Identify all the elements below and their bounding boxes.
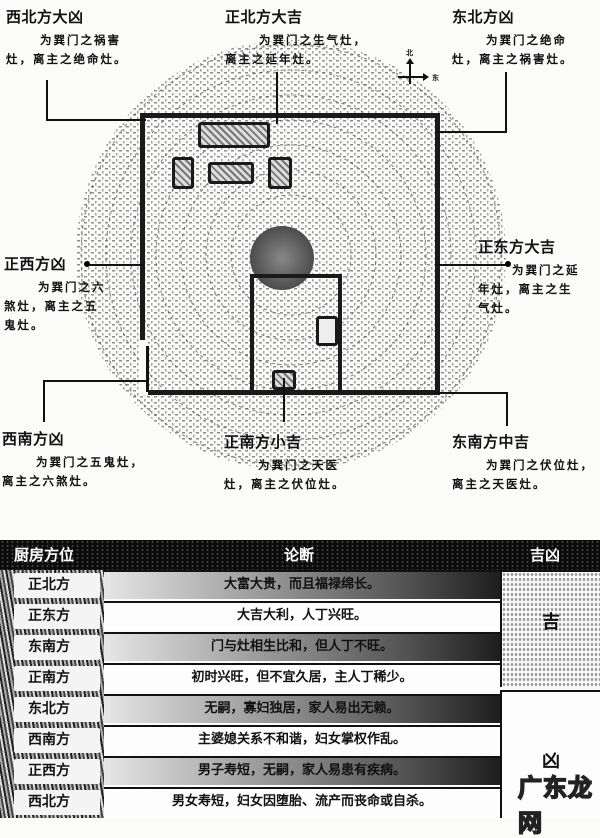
kitchen-direction-table: 厨房方位 论断 吉凶 正北方 正东方 东南方 正南方 东北方 西南方 正西方 西… xyxy=(0,540,600,818)
taiji-center-icon xyxy=(250,226,314,290)
watermark: 广东龙网 xyxy=(517,773,593,838)
leader-line-northeast xyxy=(505,72,507,132)
table-row: 大吉大利，人丁兴旺。 xyxy=(104,601,500,630)
direction-desc-line: 离主之六煞灶。 xyxy=(2,474,97,488)
verdict-bad-label: 凶 xyxy=(542,751,560,772)
direction-cell: 西北方 xyxy=(14,790,100,815)
direction-desc-line: 为巽门之绝命 xyxy=(486,33,567,47)
direction-desc-line: 为巽门之伏位灶， xyxy=(486,458,594,472)
direction-title: 西北方大凶 xyxy=(6,8,84,26)
direction-desc-line: 为巽门之延 xyxy=(512,263,580,277)
direction-desc-line: 为巽门之生气灶， xyxy=(259,33,367,47)
header-judgment: 论断 xyxy=(284,546,315,564)
leader-line-southeast-h xyxy=(436,392,508,394)
direction-cell: 正西方 xyxy=(14,759,100,784)
leader-line-northeast-h xyxy=(436,131,507,133)
direction-desc-line: 鬼灶。 xyxy=(4,318,45,332)
armchair-right-icon xyxy=(268,157,292,189)
direction-title: 正东方大吉 xyxy=(478,238,556,256)
compass-east-label: 东 xyxy=(432,74,439,82)
table-row: 主婆媳关系不和谐，妇女掌权作乱。 xyxy=(104,725,500,754)
table-row: 门与灶相生比和，但人丁不旺。 xyxy=(104,632,500,661)
direction-desc-line: 气灶。 xyxy=(478,301,519,315)
direction-cell: 正南方 xyxy=(14,666,100,691)
label-northeast: 东北方凶 为巽门之绝命 灶，离主之祸害灶。 xyxy=(452,6,574,69)
kitchen-room xyxy=(250,274,342,390)
leader-dot-west xyxy=(84,261,90,267)
arrow-up-icon xyxy=(406,58,414,64)
direction-desc-line: 灶，离主之祸害灶。 xyxy=(452,52,574,66)
label-east: 正东方大吉 为巽门之延 年灶，离主之生 气灶。 xyxy=(478,236,580,318)
leader-line-south xyxy=(283,378,285,422)
leader-line-southwest-h xyxy=(43,380,148,382)
table-row: 男子寿短，无嗣，家人易患有疾病。 xyxy=(104,756,500,785)
direction-title: 东北方凶 xyxy=(452,8,515,26)
stove-icon xyxy=(316,316,338,346)
leader-line-east xyxy=(436,264,508,266)
label-northwest: 西北方大凶 为巽门之祸害 灶，离主之绝命灶。 xyxy=(6,6,128,69)
label-southwest: 西南方凶 为巽门之五鬼灶， 离主之六煞灶。 xyxy=(2,428,144,491)
verdict-bad-cell: 凶 xyxy=(500,690,600,818)
direction-desc-line: 年灶，离主之生 xyxy=(478,282,573,296)
table-row: 男女寿短，妇女因堕胎、流产而丧命或自杀。 xyxy=(104,787,500,818)
direction-cell: 东北方 xyxy=(14,697,100,722)
direction-title: 西南方凶 xyxy=(2,430,65,448)
direction-desc-line: 为巽门之天医 xyxy=(258,458,339,472)
leader-line-north xyxy=(276,72,278,124)
direction-cell: 东南方 xyxy=(14,635,100,660)
direction-cell: 西南方 xyxy=(14,728,100,753)
leader-dot-east xyxy=(505,261,511,267)
direction-desc-line: 灶，离主之伏位灶。 xyxy=(224,477,346,491)
compass-north-label: 北 xyxy=(406,49,413,57)
coffee-table-icon xyxy=(208,162,254,184)
compass-east-arrow xyxy=(398,76,424,78)
direction-desc-line: 为巽门之六 xyxy=(38,280,106,294)
leader-line-southwest xyxy=(43,380,45,422)
label-south: 正南方小吉 为巽门之天医 灶，离主之伏位灶。 xyxy=(224,431,346,494)
direction-desc-line: 离主之天医灶。 xyxy=(452,477,547,491)
sofa-icon xyxy=(198,122,270,148)
leader-line-west xyxy=(87,264,144,266)
header-direction: 厨房方位 xyxy=(14,546,75,564)
direction-cell: 正东方 xyxy=(14,604,100,629)
direction-desc-line: 离主之延年灶。 xyxy=(225,52,320,66)
direction-title: 正南方小吉 xyxy=(224,433,302,451)
direction-desc-line: 为巽门之祸害 xyxy=(40,33,121,47)
verdict-good-label: 吉 xyxy=(542,612,560,633)
verdict-good-cell: 吉 xyxy=(500,570,600,687)
direction-title: 东南方中吉 xyxy=(452,433,530,451)
leader-line-northwest-h xyxy=(46,119,146,121)
direction-desc-line: 煞灶，离主之五 xyxy=(4,299,99,313)
direction-desc-line: 为巽门之五鬼灶， xyxy=(36,455,144,469)
house-floorplan xyxy=(140,113,440,395)
direction-column: 正北方 正东方 东南方 正南方 东北方 西南方 正西方 西北方 xyxy=(0,570,104,818)
label-west: 正西方凶 为巽门之六 煞灶，离主之五 鬼灶。 xyxy=(4,253,106,335)
direction-cell: 正北方 xyxy=(14,573,100,598)
table-row: 初时兴旺，但不宜久居，主人丁稀少。 xyxy=(104,663,500,692)
leader-line-northwest xyxy=(46,80,48,120)
direction-title: 正西方凶 xyxy=(4,255,67,273)
table-row: 无嗣，寡妇独居，家人易出无赖。 xyxy=(104,694,500,723)
compass-north-arrow xyxy=(409,60,411,84)
direction-title: 正北方大吉 xyxy=(225,8,303,26)
armchair-left-icon xyxy=(172,157,194,189)
arrow-right-icon xyxy=(423,73,429,81)
label-southeast: 东南方中吉 为巽门之伏位灶， 离主之天医灶。 xyxy=(452,431,594,494)
table-row: 大富大贵，而且福禄绵长。 xyxy=(104,570,500,599)
leader-line-southeast xyxy=(506,392,508,426)
table-header: 厨房方位 论断 吉凶 xyxy=(0,540,600,570)
label-north: 正北方大吉 为巽门之生气灶， 离主之延年灶。 xyxy=(225,6,367,69)
header-fortune: 吉凶 xyxy=(530,546,561,564)
door-panel xyxy=(146,346,149,392)
direction-desc-line: 灶，离主之绝命灶。 xyxy=(6,52,128,66)
door-gap xyxy=(140,340,148,395)
